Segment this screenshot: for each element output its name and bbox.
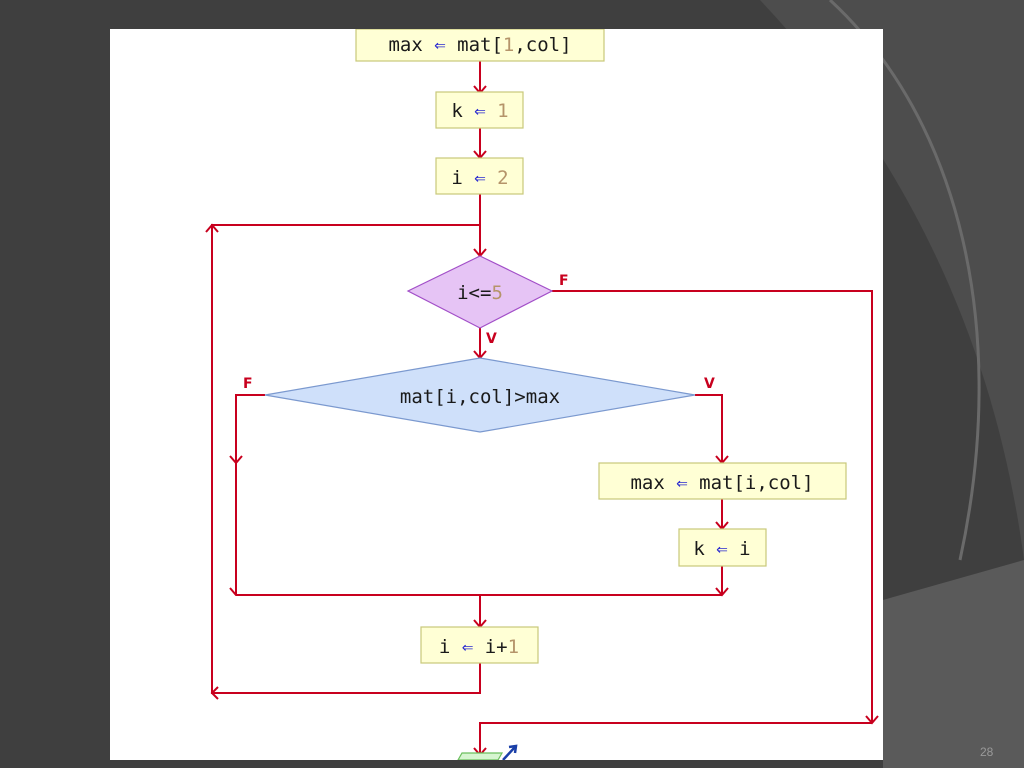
connector-compare-true	[695, 394, 723, 463]
assign-k-init-text: k ⇐ 1	[451, 100, 508, 122]
increment-i-box: i ⇐ i+1	[420, 626, 539, 664]
compare-condition-diamond: mat[i,col]>max	[264, 357, 696, 433]
arrowhead	[229, 455, 243, 465]
assign-max-update-box: max ⇐ mat[i,col]	[598, 462, 847, 500]
loop-true-label: V	[486, 331, 497, 347]
connector-exit-line	[479, 722, 872, 755]
connector-compare-false	[235, 394, 265, 463]
assign-k-init-box: k ⇐ 1	[435, 91, 524, 129]
compare-true-label: V	[704, 376, 715, 392]
arrowhead	[229, 587, 242, 596]
assign-max-init-text: max ⇐ mat[1,col]	[388, 34, 571, 56]
assign-k-update-text: k ⇐ i	[693, 538, 750, 560]
arrowhead	[715, 587, 729, 597]
loop-false-label: F	[559, 273, 569, 289]
arrowhead	[865, 715, 879, 725]
assign-max-init-box: max ⇐ mat[1,col]	[355, 29, 605, 62]
compare-false-label: F	[243, 376, 253, 392]
increment-i-text: i ⇐ i+1	[439, 636, 519, 658]
connector-loop-false-exit	[552, 290, 873, 723]
slide-content: max ⇐ mat[1,col] k ⇐ 1 i ⇐ 2 i<=5 F V ma…	[110, 29, 883, 760]
assign-k-update-box: k ⇐ i	[678, 528, 767, 567]
background-corner-shape	[883, 560, 1024, 768]
loop-condition-diamond: i<=5	[406, 255, 554, 329]
assign-i-init-box: i ⇐ 2	[435, 157, 524, 195]
compare-condition-text: mat[i,col]>max	[400, 386, 560, 408]
arrowhead	[205, 223, 219, 233]
background-arc-shape	[760, 0, 1024, 560]
loop-condition-text: i<=5	[457, 282, 503, 304]
page-number: 28	[980, 745, 994, 759]
flowchart: max ⇐ mat[1,col] k ⇐ 1 i ⇐ 2 i<=5 F V ma…	[205, 29, 879, 760]
next-node-partial	[457, 744, 518, 760]
assign-i-init-text: i ⇐ 2	[451, 167, 508, 189]
assign-max-update-text: max ⇐ mat[i,col]	[630, 472, 813, 494]
arrowhead	[210, 686, 219, 700]
